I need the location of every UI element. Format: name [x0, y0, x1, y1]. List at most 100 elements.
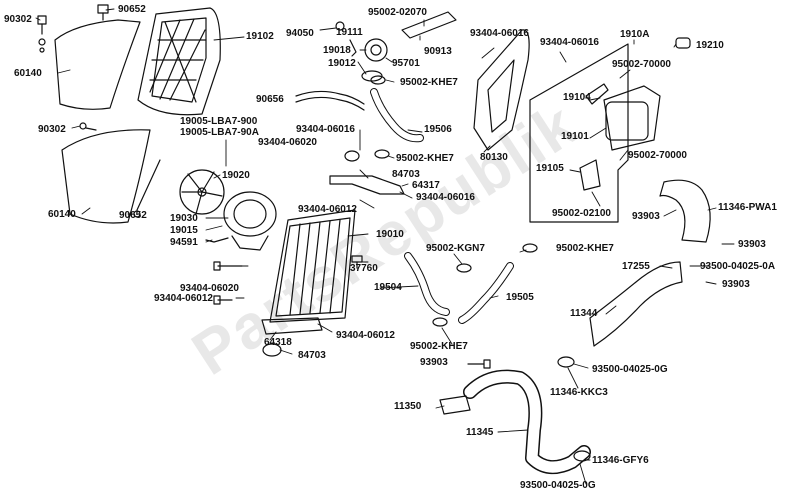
- label-95002-khe7-d: 95002-KHE7: [410, 341, 468, 352]
- label-19104: 19104: [563, 92, 591, 103]
- label-11345: 11345: [466, 427, 494, 438]
- bracket-64317: [329, 175, 405, 195]
- clamp-95002-khe7-b: [374, 149, 390, 159]
- pipe-11345: [463, 369, 591, 475]
- label-93500-04025-0g-a: 93500-04025-0G: [592, 364, 668, 375]
- label-84703-b: 84703: [392, 169, 420, 180]
- label-95002-kgn7: 95002-KGN7: [426, 243, 485, 254]
- bracket-11350: [439, 395, 471, 415]
- windscreen-lower: [61, 129, 151, 224]
- clamp-11346-kkc3: [557, 356, 575, 368]
- label-60140-a: 60140: [14, 68, 42, 79]
- leader-lines: [35, 8, 735, 485]
- label-90656: 90656: [256, 94, 284, 105]
- label-93404-06016-d: 93404-06016: [540, 37, 599, 48]
- label-80130: 80130: [480, 152, 508, 163]
- fan-motor: [223, 191, 277, 251]
- label-64317: 64317: [412, 180, 440, 191]
- label-90652-a: 90652: [118, 4, 146, 15]
- label-19012: 19012: [328, 58, 356, 69]
- hose-19504: [404, 252, 450, 316]
- cooling-fan: [179, 169, 225, 215]
- label-95002-70000-a: 95002-70000: [612, 59, 671, 70]
- hose-19105: [579, 159, 601, 191]
- label-93404-06012-c: 93404-06012: [298, 204, 357, 215]
- label-90302-b: 90302: [38, 124, 66, 135]
- label-95002-02070: 95002-02070: [368, 7, 427, 18]
- radiator-bracket-64318: [261, 317, 323, 335]
- clamp-11346-gfy6: [573, 450, 591, 462]
- label-19015: 19015: [170, 225, 198, 236]
- label-95002-khe7-b: 95002-KHE7: [396, 153, 454, 164]
- label-19504: 19504: [374, 282, 402, 293]
- label-93903-d: 93903: [722, 279, 750, 290]
- screw-90302-a: [37, 15, 47, 35]
- hose-19104: [585, 83, 609, 105]
- fan-leadwire: [205, 237, 229, 243]
- bolt-93903-a: [467, 359, 491, 369]
- label-19005-lba7-90a: 19005-LBA7-90A: [180, 127, 259, 138]
- screw-90652-a: [97, 4, 109, 21]
- label-11344: 11344: [570, 308, 598, 319]
- screw-90302-b: [79, 122, 97, 131]
- label-95002-khe7-a: 95002-KHE7: [400, 77, 458, 88]
- label-19506: 19506: [424, 124, 452, 135]
- label-19111: 19111: [336, 27, 363, 38]
- hose-19506: [370, 88, 424, 143]
- cap-19210: [675, 37, 691, 49]
- duct-11346-pwa1: [659, 179, 711, 243]
- label-93404-06012-a: 93404-06012: [154, 293, 213, 304]
- label-11350: 11350: [394, 401, 422, 412]
- label-93404-06016-a: 93404-06016: [470, 28, 529, 39]
- label-95002-70000-b: 95002-70000: [628, 150, 687, 161]
- windscreen-upper: [54, 19, 141, 110]
- label-95701: 95701: [392, 58, 420, 69]
- clamp-95002-khe7-a: [370, 75, 386, 85]
- label-93404-06016-c: 93404-06016: [416, 192, 475, 203]
- ring-19012: [361, 70, 383, 82]
- label-37760: 37760: [350, 263, 378, 274]
- label-95002-khe7-c: 95002-KHE7: [556, 243, 614, 254]
- radiator-core: [269, 209, 356, 323]
- label-94591: 94591: [170, 237, 198, 248]
- reservoir-cover: [473, 29, 530, 151]
- label-11346-kkc3: 11346-KKC3: [550, 387, 608, 398]
- bolt-93404-left: [213, 261, 243, 305]
- label-64318: 64318: [264, 337, 292, 348]
- label-90302-a: 90302: [4, 14, 32, 25]
- label-84703-a: 84703: [298, 350, 326, 361]
- reservoir-group-border: [529, 43, 629, 223]
- label-11346-gfy6: 11346-GFY6: [592, 455, 649, 466]
- sensor-19018: [335, 21, 357, 57]
- label-93903-c: 93903: [738, 239, 766, 250]
- reservoir-tank: [603, 85, 661, 151]
- clip-cluster-a: [38, 38, 46, 53]
- label-19505: 19505: [506, 292, 534, 303]
- label-11346-pwa1: 11346-PWA1: [718, 202, 777, 213]
- label-19005-lba7-900: 19005-LBA7-900: [180, 116, 258, 127]
- label-90913: 90913: [424, 46, 452, 57]
- label-93404-06020-b: 93404-06020: [258, 137, 317, 148]
- label-93404-06020-a: 93404-06020: [180, 283, 239, 294]
- bolt-37760: [351, 255, 363, 269]
- screw-90652-b: [133, 159, 161, 218]
- clamp-95002-khe7-c: [522, 243, 538, 253]
- label-93404-06016-b: 93404-06016: [296, 124, 355, 135]
- radiator-frame: [137, 7, 221, 116]
- label-90652-b: 90652: [119, 210, 147, 221]
- thermostat-19111: [364, 38, 388, 62]
- label-19101: 19101: [561, 131, 589, 142]
- grommet-84703-b: [344, 150, 360, 162]
- label-19210: 19210: [696, 40, 724, 51]
- label-60140-b: 60140: [48, 209, 76, 220]
- label-93903-a: 93903: [420, 357, 448, 368]
- label-93500-04025-0a: 93500-04025-0A: [700, 261, 776, 272]
- label-94050: 94050: [286, 28, 314, 39]
- label-93903-b: 93903: [632, 211, 660, 222]
- label-19020: 19020: [222, 170, 250, 181]
- label-19102: 19102: [246, 31, 274, 42]
- label-19018: 19018: [323, 45, 351, 56]
- label-93404-06012-b: 93404-06012: [336, 330, 395, 341]
- clamp-95002-khe7-d: [432, 317, 448, 327]
